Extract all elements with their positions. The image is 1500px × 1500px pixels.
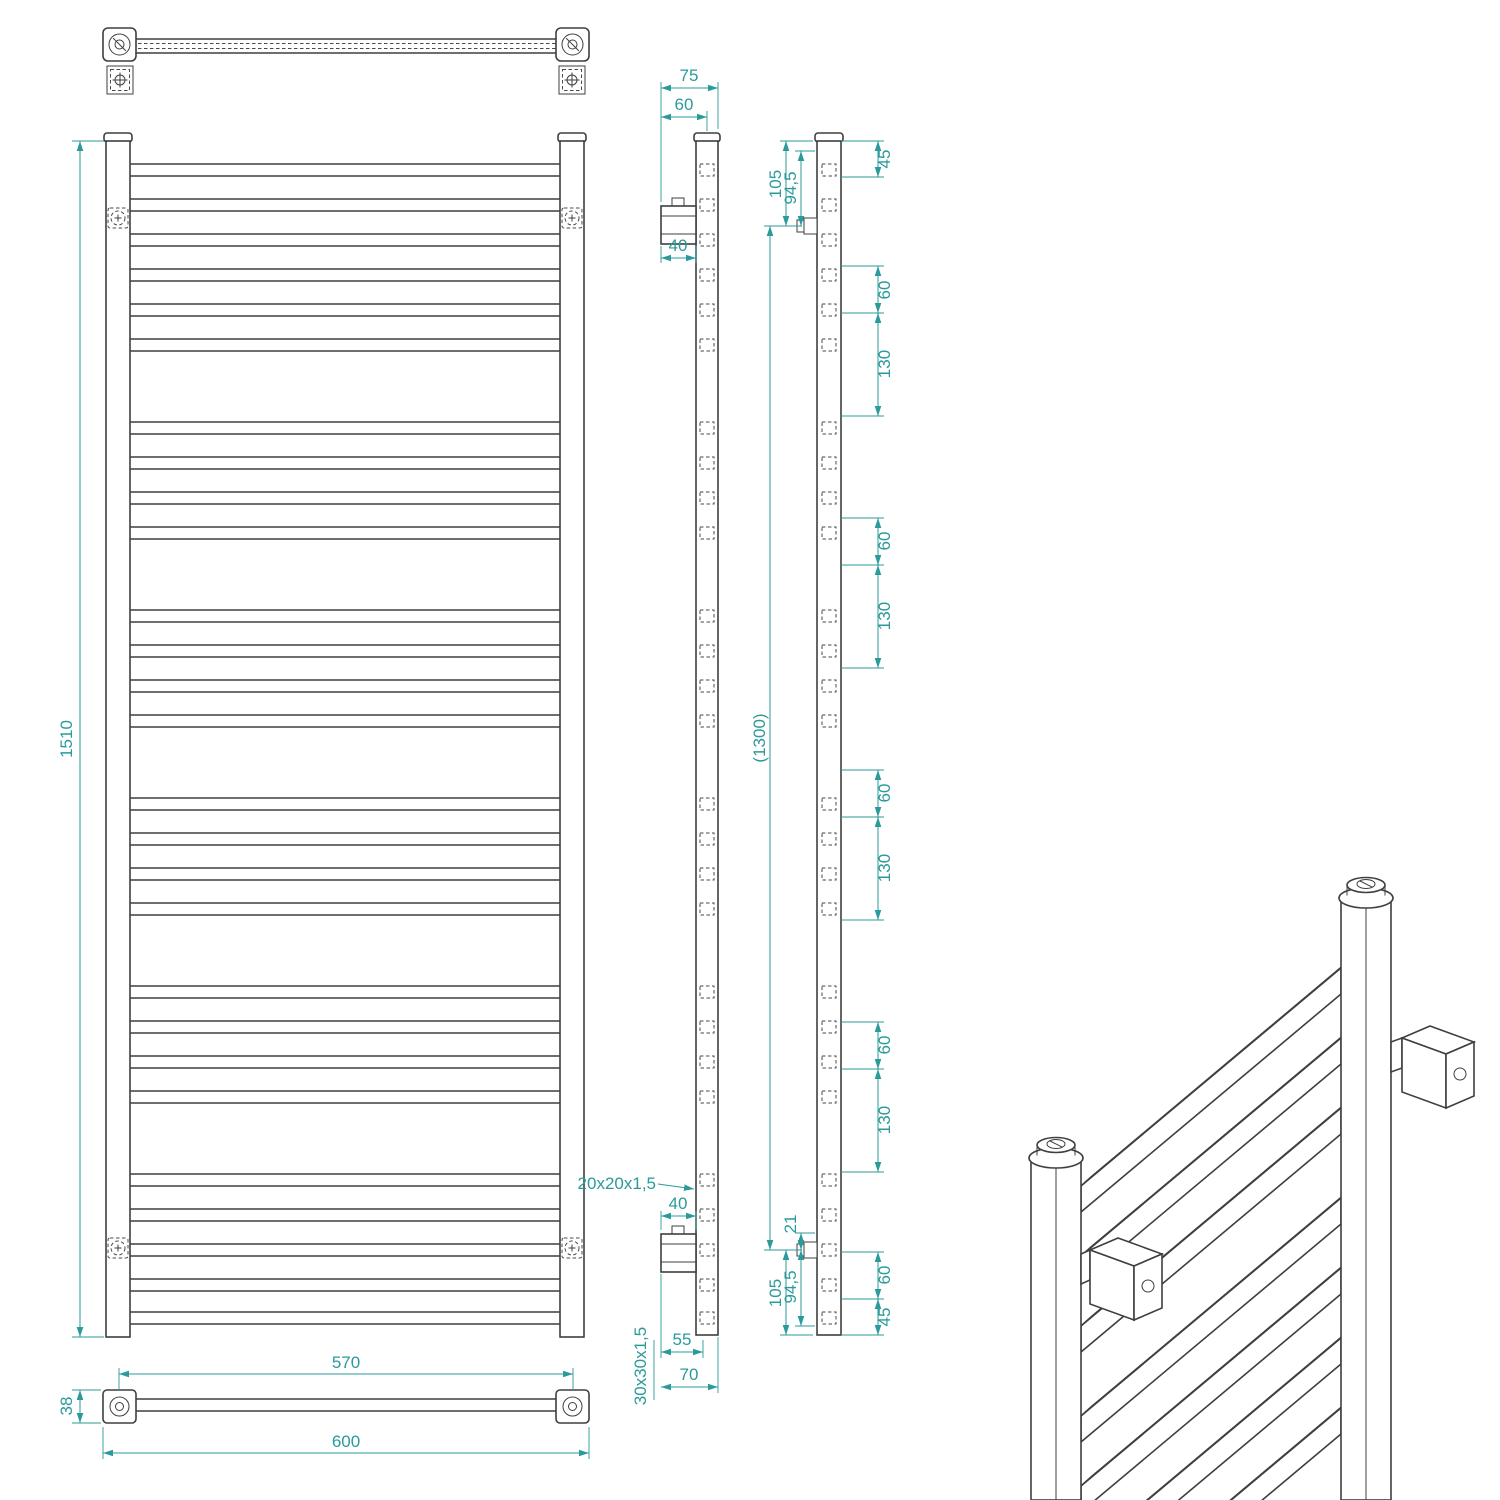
chain-dimension-labels: 45 60 130 60 130 60 130 60 130 60 45 xyxy=(875,150,894,1327)
front-dimensions: 1510 570 600 38 xyxy=(57,140,590,1459)
connection-side-view xyxy=(796,132,844,1336)
iso-wall-bracket-left xyxy=(1080,1237,1165,1322)
dim-seg-6: 130 xyxy=(875,854,894,882)
dim-seg-2: 130 xyxy=(875,350,894,378)
label-rail-spec: 30x30x1,5 xyxy=(631,1327,650,1405)
dim-overall-width: 600 xyxy=(332,1432,360,1451)
label-rung-spec: 20x20x1,5 xyxy=(578,1174,656,1193)
front-view xyxy=(103,132,587,1338)
dim-bottom-depth: 38 xyxy=(57,1397,76,1416)
rail-right xyxy=(559,140,585,1338)
iso-left-rail xyxy=(1028,1136,1084,1500)
dim-seg-7: 60 xyxy=(875,1036,894,1055)
dim-seg-10: 45 xyxy=(875,1308,894,1327)
profile-bracket-top xyxy=(660,197,697,245)
dim-rail-pitch: 570 xyxy=(332,1353,360,1372)
bottom-view-right-valve xyxy=(555,1389,590,1424)
profile-dimensions: 75 60 40 20x20x1,5 40 55 70 30x30x1,5 xyxy=(578,66,719,1405)
dim-seg-1: 60 xyxy=(875,281,894,300)
iso-wall-bracket-right xyxy=(1390,1025,1477,1110)
dim-overall-height: 1510 xyxy=(57,720,76,758)
connection-dimensions: 105 94,5 (1300) 21 105 94,5 45 xyxy=(750,140,894,1336)
rail-left xyxy=(105,140,131,1338)
top-view-right-cap xyxy=(555,27,590,95)
profile-rail xyxy=(695,140,719,1336)
connection-rung-sockets xyxy=(821,163,837,1325)
connection-rail xyxy=(816,140,842,1336)
bottom-view-left-valve xyxy=(102,1389,137,1424)
profile-side-view xyxy=(660,132,721,1336)
bottom-view xyxy=(102,1389,590,1424)
dim-seg-0: 45 xyxy=(875,150,894,169)
dim-bottom-offset: 105 xyxy=(766,1279,785,1307)
dim-seg-8: 130 xyxy=(875,1106,894,1134)
profile-rung-sockets xyxy=(699,163,715,1325)
top-view xyxy=(102,27,590,95)
rungs xyxy=(130,163,560,1325)
dim-seg-5: 60 xyxy=(875,784,894,803)
iso-right-rail xyxy=(1338,876,1394,1500)
chain-extension-lines xyxy=(841,140,884,1336)
dim-top-offset: 105 xyxy=(766,170,785,198)
dim-valve-depth: 55 xyxy=(673,1330,692,1349)
dim-seg-3: 60 xyxy=(875,532,894,551)
dim-seg-4: 130 xyxy=(875,602,894,630)
dim-bottom-offset2: 94,5 xyxy=(781,1270,800,1303)
top-view-left-cap xyxy=(102,27,137,95)
dim-depth-bottom: 70 xyxy=(680,1365,699,1384)
dim-top-offset2: 94,5 xyxy=(781,171,800,204)
isometric-detail-view xyxy=(1028,876,1477,1500)
profile-bracket-bottom xyxy=(660,1225,697,1273)
dim-depth-total: 75 xyxy=(680,66,699,85)
dim-bottom-gap: 21 xyxy=(781,1215,800,1234)
dim-span: (1300) xyxy=(750,713,769,762)
dim-depth-bracket: 60 xyxy=(675,95,694,114)
dim-bracket-width-bottom: 40 xyxy=(669,1194,688,1213)
dim-seg-9: 60 xyxy=(875,1266,894,1285)
dim-bracket-width-top: 40 xyxy=(669,236,688,255)
